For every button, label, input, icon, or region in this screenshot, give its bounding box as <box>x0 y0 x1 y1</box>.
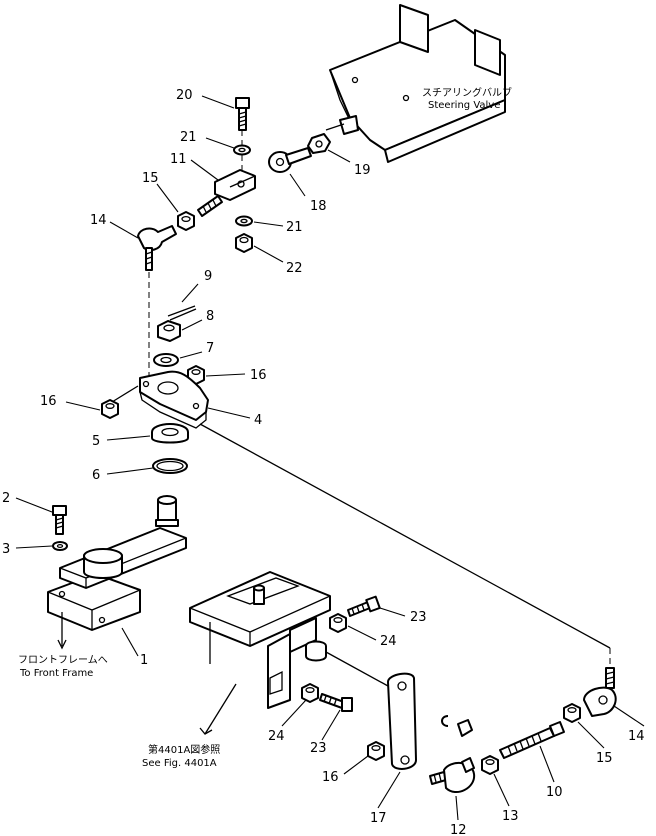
ball-joint-12 <box>429 757 476 793</box>
snap-ring-6 <box>152 458 188 474</box>
nut-15-lower <box>563 703 581 723</box>
callout-16: 16 <box>40 394 57 409</box>
nut-13 <box>481 755 499 775</box>
callout-15: 15 <box>142 171 159 186</box>
nut-19 <box>307 133 331 154</box>
front-frame-label-en: To Front Frame <box>19 668 93 679</box>
callout-7: 7 <box>206 341 214 356</box>
cotter-pin-9 <box>167 305 197 321</box>
callout-5: 5 <box>92 434 100 449</box>
callout-9: 9 <box>204 269 212 284</box>
ball-joint-14-upper <box>137 225 177 271</box>
callout-19: 19 <box>354 163 371 178</box>
callout-11: 11 <box>170 152 187 167</box>
clevis-11 <box>197 169 256 217</box>
callout-4: 4 <box>254 413 262 428</box>
see-fig-label-jp: 第4401A図参照 <box>148 743 220 756</box>
callout-24: 24 <box>268 729 285 744</box>
leader-lines <box>15 95 645 821</box>
bolt-20 <box>235 97 250 131</box>
rod-10 <box>499 721 565 759</box>
bracket-1 <box>47 495 187 631</box>
washer-21-lower <box>235 215 253 227</box>
callout-20: 20 <box>176 88 193 103</box>
callout-21: 21 <box>180 130 197 145</box>
see-fig-label-en: See Fig. 4401A <box>142 758 217 769</box>
callout-17: 17 <box>370 811 387 826</box>
nut-22 <box>235 233 253 253</box>
callout-23: 23 <box>410 610 427 625</box>
mounting-bracket <box>189 571 389 709</box>
steering-valve <box>325 4 506 163</box>
ball-joint-14-lower <box>583 667 617 717</box>
callout-13: 13 <box>502 809 519 824</box>
callout-2: 2 <box>2 491 10 506</box>
notes: スチアリングバルブ Steering Valve フロントフレームへ To Fr… <box>18 86 512 769</box>
callout-8: 8 <box>206 309 214 324</box>
callout-24: 24 <box>380 634 397 649</box>
nut-16-left <box>101 399 119 419</box>
callout-15: 15 <box>596 751 613 766</box>
ball-joint-18 <box>268 147 312 173</box>
washer-21-top <box>233 144 251 156</box>
bearing-5 <box>151 423 189 444</box>
callout-16: 16 <box>322 770 339 785</box>
callout-6: 6 <box>92 468 100 483</box>
front-frame-label-jp: フロントフレームへ <box>18 654 108 666</box>
nut-16-lower <box>367 741 385 761</box>
bolt-23-upper <box>347 595 381 617</box>
callout-3: 3 <box>2 542 10 557</box>
nut-24-lower <box>301 683 319 703</box>
nut-15-upper <box>177 211 195 231</box>
washer-7 <box>153 353 179 367</box>
lever-4 <box>139 370 209 429</box>
callout-labels: 20 21 11 15 14 18 19 21 22 9 8 7 16 16 4… <box>2 88 645 836</box>
callout-21: 21 <box>286 220 303 235</box>
bolt-2 <box>52 505 67 535</box>
callout-23: 23 <box>310 741 327 756</box>
nut-8 <box>157 320 181 342</box>
callout-14: 14 <box>90 213 107 228</box>
link-17 <box>387 672 417 770</box>
steering-valve-label-jp: スチアリングバルブ <box>422 86 512 99</box>
steering-valve-label-en: Steering Valve <box>428 100 500 111</box>
callout-14: 14 <box>628 729 645 744</box>
nut-24-upper <box>329 613 347 633</box>
callout-18: 18 <box>310 199 327 214</box>
callout-10: 10 <box>546 785 563 800</box>
callout-16: 16 <box>250 368 267 383</box>
callout-1: 1 <box>140 653 148 668</box>
callout-12: 12 <box>450 823 467 836</box>
callout-22: 22 <box>286 261 303 276</box>
clip <box>441 715 473 737</box>
washer-3 <box>52 541 68 551</box>
bolt-23-lower <box>319 693 353 712</box>
